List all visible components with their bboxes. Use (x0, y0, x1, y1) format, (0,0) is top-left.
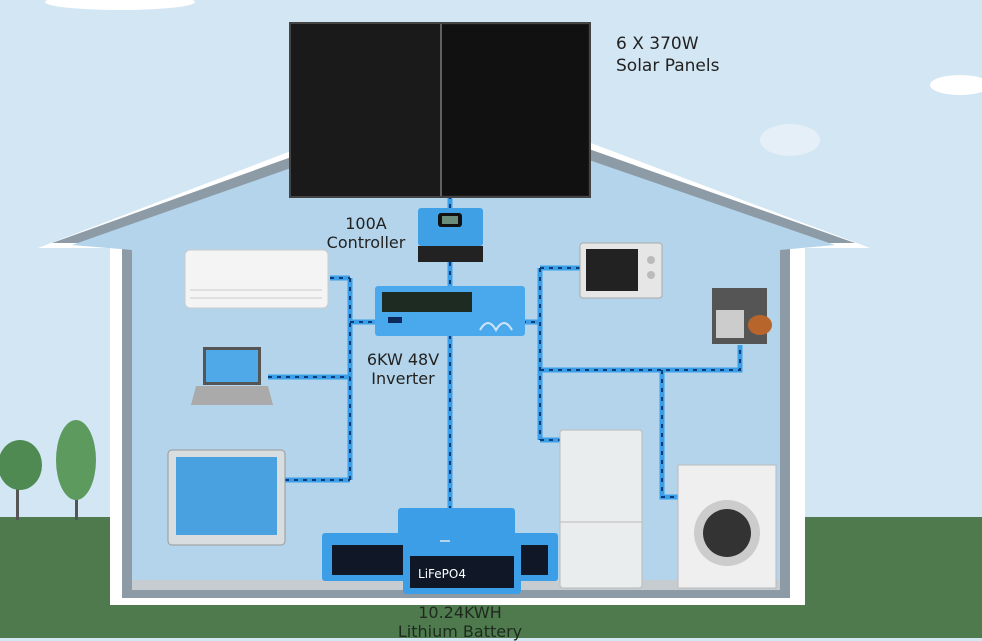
cloud (45, 0, 195, 10)
cloud (930, 75, 982, 95)
inverter (375, 286, 525, 336)
washing-machine (677, 464, 777, 589)
wiring (268, 195, 743, 510)
controller-label: 100A Controller (326, 214, 406, 252)
solar-panels (289, 22, 591, 198)
tablet (167, 449, 286, 546)
charge-controller (418, 208, 483, 262)
battery-bank (322, 508, 558, 594)
solar-panels-label: 6 X 370W Solar Panels (616, 34, 720, 76)
air-conditioner (184, 249, 329, 309)
cloud (760, 124, 820, 156)
inverter-label: 6KW 48V Inverter (366, 350, 440, 388)
microwave (579, 242, 663, 299)
trees (0, 420, 96, 520)
refrigerator (559, 429, 643, 589)
coffee-machine (712, 288, 772, 344)
battery-brand: LiFePO4 (418, 567, 466, 581)
laptop (191, 347, 273, 405)
battery-label: 10.24KWH Lithium Battery (397, 603, 523, 641)
